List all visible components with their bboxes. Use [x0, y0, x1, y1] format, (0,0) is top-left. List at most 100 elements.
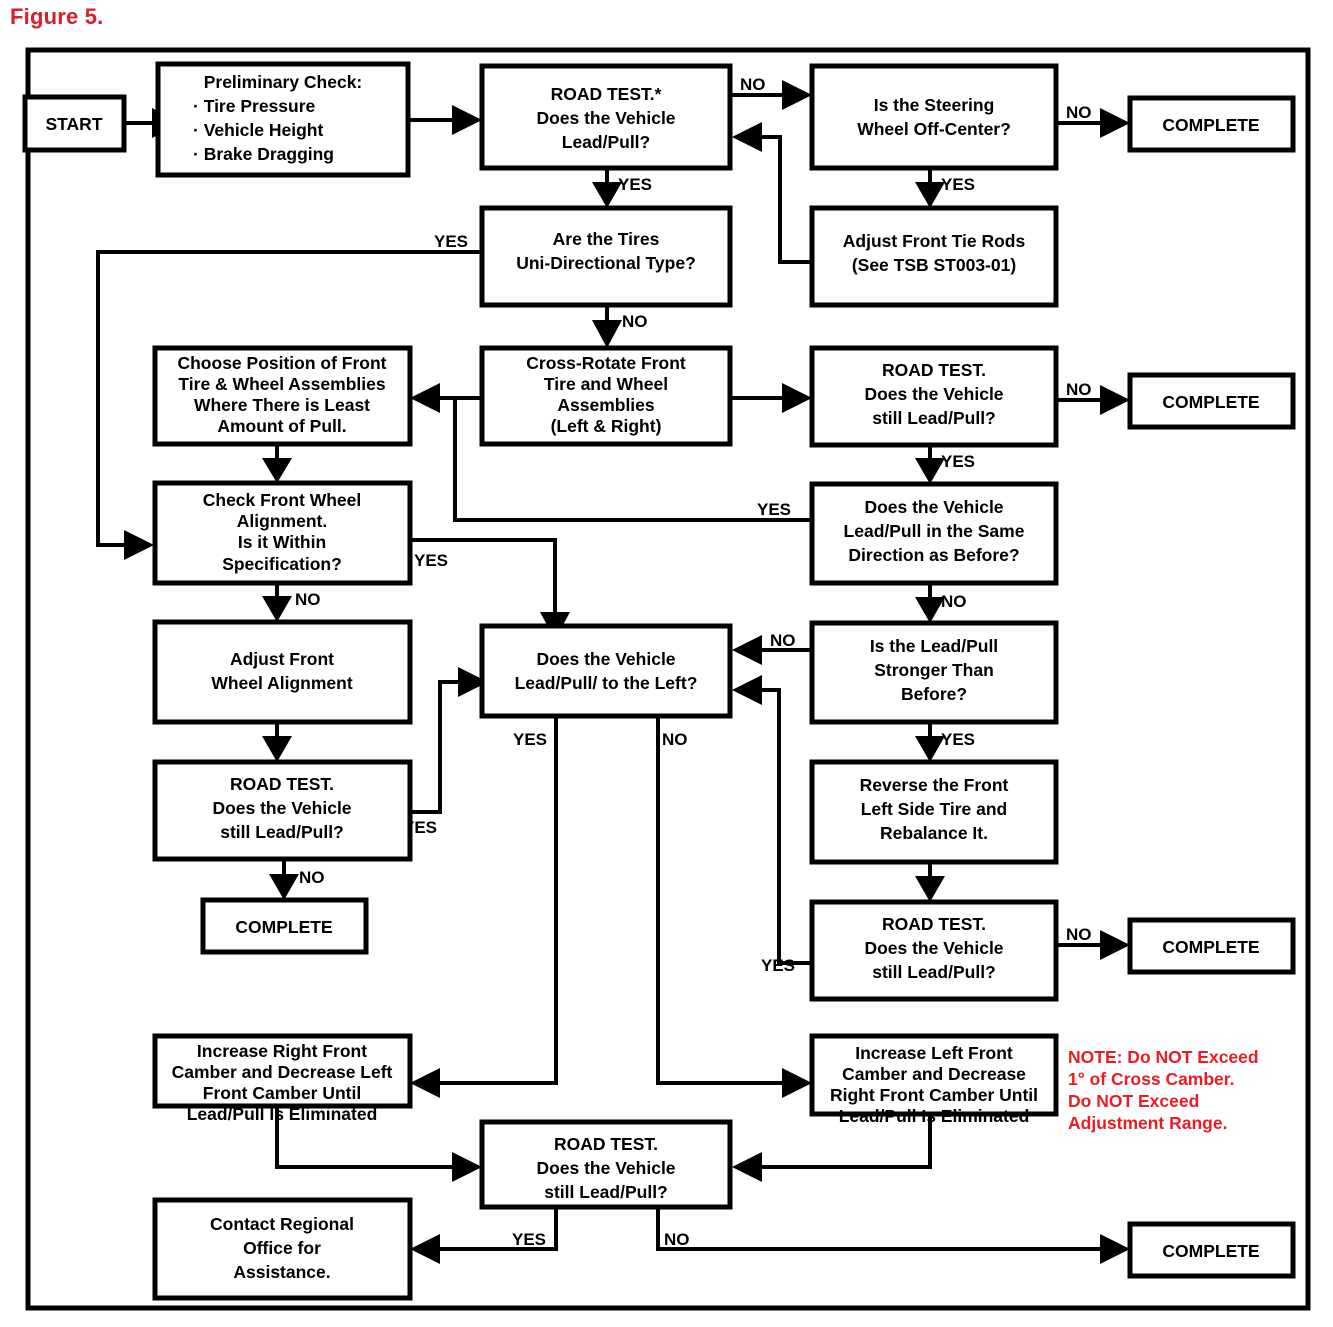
node-start[interactable]: START: [22, 94, 127, 153]
node-label-line: Front Camber Until: [203, 1083, 361, 1103]
node-start-label: START: [45, 114, 102, 134]
node-cross-rotate[interactable]: Cross-Rotate Front Tire and Wheel Assemb…: [479, 345, 733, 447]
note-line: Do NOT Exceed: [1068, 1091, 1199, 1111]
node-complete-3[interactable]: COMPLETE: [200, 897, 369, 955]
node-uni-directional-tires[interactable]: Are the Tires Uni-Directional Type?: [479, 205, 733, 308]
node-road-test-1[interactable]: ROAD TEST.* Does the Vehicle Lead/Pull?: [479, 63, 733, 171]
node-label-line: Office for: [243, 1238, 321, 1258]
node-label-line: ROAD TEST.: [882, 360, 986, 380]
node-same-direction[interactable]: Does the Vehicle Lead/Pull in the Same D…: [809, 481, 1059, 586]
edge-label-no: NO: [941, 592, 967, 611]
node-label-line: Lead/Pull Is Eliminated: [187, 1104, 378, 1124]
node-label-line: ROAD TEST.: [554, 1134, 658, 1154]
node-label-line: Increase Right Front: [197, 1041, 367, 1061]
note-line: Adjustment Range.: [1068, 1113, 1227, 1133]
node-road-test-2[interactable]: ROAD TEST. Does the Vehicle still Lead/P…: [809, 345, 1059, 448]
node-label-line: Preliminary Check:: [204, 72, 363, 92]
node-label-line: · Vehicle Height: [193, 120, 323, 140]
node-label-line: Amount of Pull.: [217, 416, 346, 436]
node-stronger-than-before[interactable]: Is the Lead/Pull Stronger Than Before?: [809, 620, 1059, 725]
node-road-test-3[interactable]: ROAD TEST. Does the Vehicle still Lead/P…: [152, 759, 413, 862]
node-label-line: Cross-Rotate Front: [526, 353, 686, 373]
node-label-line: Reverse the Front: [860, 775, 1009, 795]
node-label-line: COMPLETE: [235, 917, 332, 937]
edge-labels: NO YES NO YES YES NO NO YES YES YES NO N…: [295, 75, 1092, 1249]
node-label-line: Specification?: [222, 554, 342, 574]
edge-label-yes: YES: [757, 500, 791, 519]
node-label-line: Tire and Wheel: [544, 374, 668, 394]
node-increase-right-camber[interactable]: Increase Right Front Camber and Decrease…: [152, 1033, 413, 1124]
node-label-line: Uni-Directional Type?: [516, 253, 696, 273]
node-label-line: Does the Vehicle: [864, 384, 1003, 404]
node-label-line: Does the Vehicle: [864, 497, 1003, 517]
node-label-line: ROAD TEST.: [230, 774, 334, 794]
node-reverse-front-left-tire[interactable]: Reverse the Front Left Side Tire and Reb…: [809, 759, 1059, 865]
edge-label-no: NO: [295, 590, 321, 609]
node-choose-position[interactable]: Choose Position of Front Tire & Wheel As…: [152, 345, 413, 447]
node-label-line: Contact Regional: [210, 1214, 354, 1234]
node-label-line: (Left & Right): [551, 416, 662, 436]
node-label-line: Does the Vehicle: [536, 1158, 675, 1178]
edge-label-no: NO: [1066, 925, 1092, 944]
node-label-line: Before?: [901, 684, 967, 704]
node-complete-1[interactable]: COMPLETE: [1127, 95, 1296, 153]
node-road-test-4[interactable]: ROAD TEST. Does the Vehicle still Lead/P…: [809, 899, 1059, 1002]
node-label-line: (See TSB ST003-01): [852, 255, 1016, 275]
edge-label-yes: YES: [414, 551, 448, 570]
node-complete-4[interactable]: COMPLETE: [1127, 917, 1296, 975]
node-label-line: Is the Steering: [874, 95, 995, 115]
node-label-line: Does the Vehicle: [536, 108, 675, 128]
node-label-line: Right Front Camber Until: [830, 1085, 1038, 1105]
node-label-line: Rebalance It.: [880, 823, 988, 843]
node-label-line: Lead/Pull Is Eliminated: [839, 1106, 1030, 1126]
node-label-line: Check Front Wheel: [203, 490, 362, 510]
node-check-alignment[interactable]: Check Front Wheel Alignment. Is it Withi…: [152, 480, 413, 586]
edge-label-yes: YES: [434, 232, 468, 251]
node-lead-pull-left[interactable]: Does the Vehicle Lead/Pull/ to the Left?: [479, 623, 733, 719]
node-adjust-tie-rods[interactable]: Adjust Front Tie Rods (See TSB ST003-01): [809, 205, 1059, 308]
node-label-line: COMPLETE: [1162, 1241, 1259, 1261]
node-label-line: still Lead/Pull?: [872, 962, 996, 982]
node-label-line: Wheel Alignment: [211, 673, 352, 693]
note-line: 1° of Cross Camber.: [1068, 1069, 1235, 1089]
node-increase-left-camber[interactable]: Increase Left Front Camber and Decrease …: [809, 1033, 1059, 1126]
node-road-test-5[interactable]: ROAD TEST. Does the Vehicle still Lead/P…: [479, 1119, 733, 1210]
node-contact-regional-office[interactable]: Contact Regional Office for Assistance.: [152, 1197, 413, 1301]
edge-label-no: NO: [622, 312, 648, 331]
edge-label-yes: YES: [941, 452, 975, 471]
node-label-line: Direction as Before?: [848, 545, 1019, 565]
node-label-line: Are the Tires: [553, 229, 660, 249]
node-label-line: Choose Position of Front: [177, 353, 386, 373]
node-label-line: Lead/Pull in the Same: [844, 521, 1025, 541]
edge-label-no: NO: [1066, 380, 1092, 399]
node-label-line: Lead/Pull/ to the Left?: [515, 673, 698, 693]
node-preliminary-check[interactable]: Preliminary Check: · Tire Pressure · Veh…: [155, 61, 411, 178]
node-label-line: Is it Within: [238, 532, 326, 552]
edge-label-yes: YES: [618, 175, 652, 194]
node-complete-5[interactable]: COMPLETE: [1127, 1221, 1296, 1279]
edge-label-yes: YES: [512, 1230, 546, 1249]
edge-label-no: NO: [1066, 103, 1092, 122]
edge-label-yes: YES: [941, 175, 975, 194]
edge-label-yes: YES: [941, 730, 975, 749]
edge-label-no: NO: [664, 1230, 690, 1249]
node-label-line: Left Side Tire and: [861, 799, 1008, 819]
node-label-line: COMPLETE: [1162, 115, 1259, 135]
node-label-line: Adjust Front Tie Rods: [843, 231, 1026, 251]
node-complete-2[interactable]: COMPLETE: [1127, 372, 1296, 430]
node-label-line: · Tire Pressure: [193, 96, 316, 116]
edge-label-no: NO: [299, 868, 325, 887]
node-label-line: Tire & Wheel Assemblies: [178, 374, 385, 394]
node-label-line: · Brake Dragging: [193, 144, 334, 164]
node-label-line: Does the Vehicle: [536, 649, 675, 669]
page-title: Figure 5.: [10, 4, 104, 29]
edge-label-yes: YES: [513, 730, 547, 749]
node-label-line: Assemblies: [557, 395, 655, 415]
node-label-line: Stronger Than: [874, 660, 994, 680]
note-text: NOTE: Do NOT Exceed 1° of Cross Camber. …: [1068, 1047, 1259, 1133]
node-label-line: Does the Vehicle: [212, 798, 351, 818]
node-adjust-alignment[interactable]: Adjust Front Wheel Alignment: [152, 619, 413, 725]
node-label-line: still Lead/Pull?: [220, 822, 344, 842]
node-steering-off-center[interactable]: Is the Steering Wheel Off-Center?: [809, 63, 1059, 171]
node-label-line: COMPLETE: [1162, 392, 1259, 412]
